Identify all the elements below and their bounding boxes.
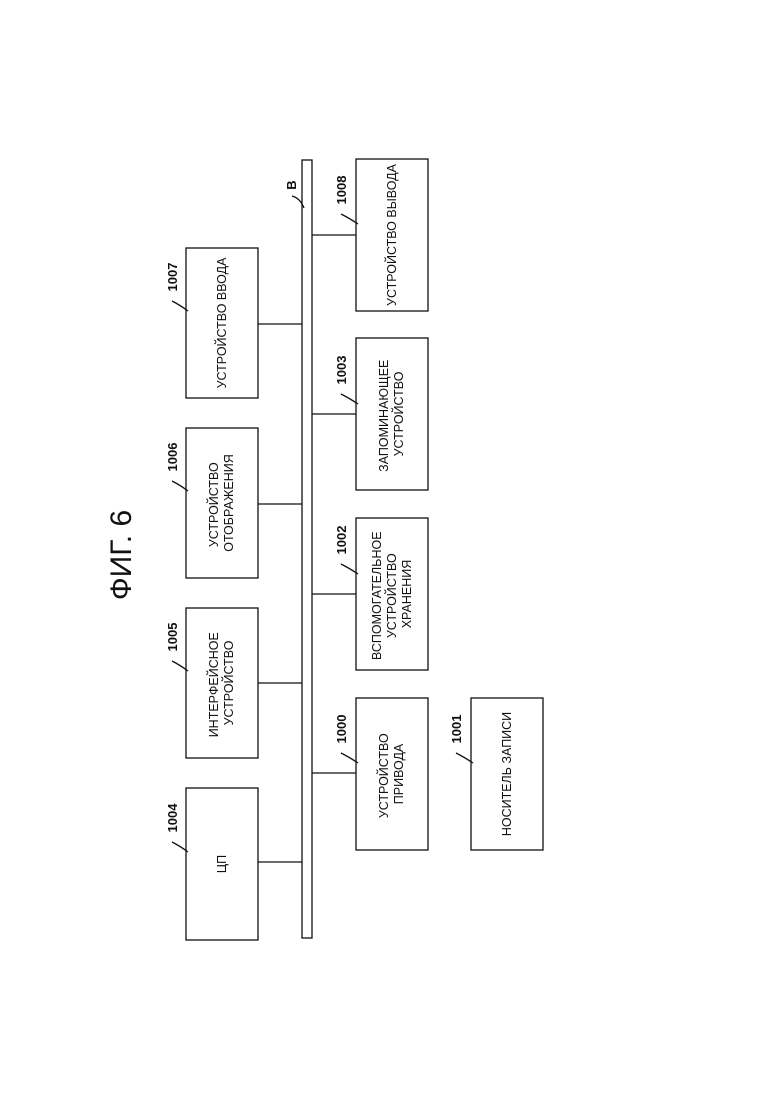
component-recording-medium: НОСИТЕЛЬ ЗАПИСИ 1001 [449,698,543,850]
recording-medium-label: НОСИТЕЛЬ ЗАПИСИ [500,712,514,836]
interface-label-line-2: УСТРОЙСТВО [221,640,236,725]
output-ref: 1008 [334,176,349,205]
drive-label-line-1: УСТРОЙСТВО [376,733,391,818]
component-display: УСТРОЙСТВО ОТОБРАЖЕНИЯ 1006 [165,428,258,578]
input-label-line-1: УСТРОЙСТВО ВВОДА [214,257,229,388]
bus-label: B [284,180,299,189]
display-label-line-1: УСТРОЙСТВО [206,462,221,547]
component-cpu: ЦП 1004 [165,788,258,940]
display-label-line-2: ОТОБРАЖЕНИЯ [222,454,236,551]
cpu-label-line-1: ЦП [215,855,229,873]
component-drive: УСТРОЙСТВО ПРИВОДА 1000 [334,698,428,850]
cpu-label: ЦП [215,855,229,873]
output-label-line-1: УСТРОЙСТВО ВЫВОДА [384,163,399,306]
aux-storage-label-line-3: ХРАНЕНИЯ [400,560,414,629]
drive-ref: 1000 [334,715,349,744]
recording-medium-ref: 1001 [449,715,464,744]
component-interface: ИНТЕРФЕЙСНОЕ УСТРОЙСТВО 1005 [165,608,258,758]
interface-label-line-1: ИНТЕРФЕЙСНОЕ [206,632,221,737]
recording-medium-label-line-1: НОСИТЕЛЬ ЗАПИСИ [500,712,514,836]
memory-ref: 1003 [334,356,349,385]
output-label: УСТРОЙСТВО ВЫВОДА [384,163,399,306]
input-ref: 1007 [165,263,180,292]
component-input: УСТРОЙСТВО ВВОДА 1007 [165,248,258,398]
interface-ref: 1005 [165,623,180,652]
input-label: УСТРОЙСТВО ВВОДА [214,257,229,388]
memory-label-line-2: УСТРОЙСТВО [391,371,406,456]
memory-label: ЗАПОМИНАЮЩЕЕ УСТРОЙСТВО [377,356,406,472]
system-bus [302,160,312,938]
aux-storage-label-line-2: УСТРОЙСТВО [384,553,399,638]
memory-label-line-1: ЗАПОМИНАЮЩЕЕ [377,360,391,472]
display-ref: 1006 [165,443,180,472]
drive-label-line-2: ПРИВОДА [392,743,406,804]
aux-storage-label-line-1: ВСПОМОГАТЕЛЬНОЕ [370,531,384,660]
cpu-ref: 1004 [165,803,180,833]
aux-storage-ref: 1002 [334,526,349,555]
figure-title: ФИГ. 6 [105,510,138,600]
